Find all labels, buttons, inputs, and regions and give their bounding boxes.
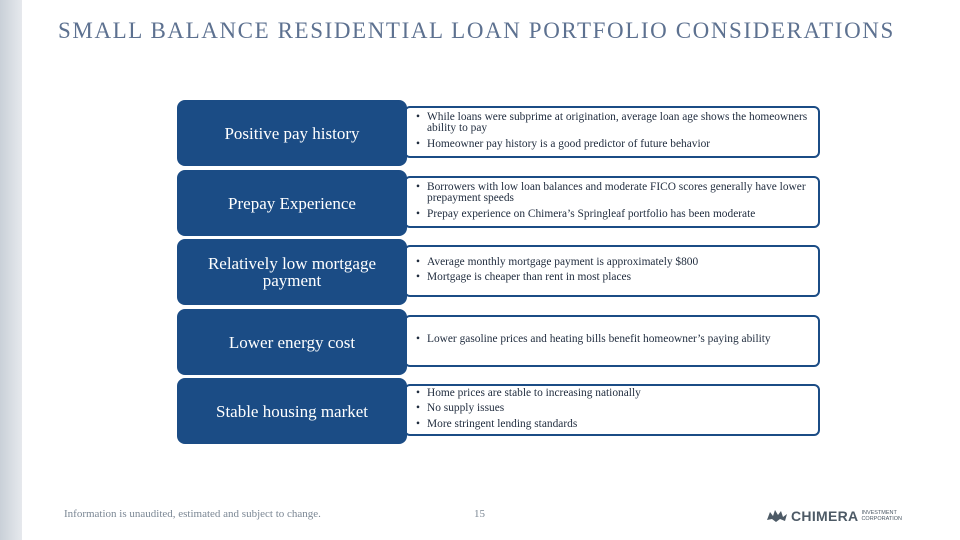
consideration-row-mortgage-payment: Relatively low mortgage payment Average … — [177, 239, 827, 305]
disclaimer-note: Information is unaudited, estimated and … — [64, 508, 321, 520]
detail-bullet: Average monthly mortgage payment is appr… — [416, 256, 812, 269]
consideration-label: Stable housing market — [177, 378, 407, 444]
detail-bullet: Prepay experience on Chimera’s Springlea… — [416, 208, 812, 221]
logo-wordmark: CHIMERA — [791, 508, 859, 524]
consideration-details: Average monthly mortgage payment is appr… — [404, 245, 820, 297]
detail-bullet: No supply issues — [416, 402, 812, 415]
consideration-label: Prepay Experience — [177, 170, 407, 236]
consideration-label: Positive pay history — [177, 100, 407, 166]
detail-bullet: While loans were subprime at origination… — [416, 111, 812, 135]
consideration-details: Home prices are stable to increasing nat… — [404, 384, 820, 436]
consideration-row-prepay: Prepay Experience Borrowers with low loa… — [177, 170, 827, 236]
consideration-row-housing-market: Stable housing market Home prices are st… — [177, 378, 827, 444]
detail-bullet: Mortgage is cheaper than rent in most pl… — [416, 271, 812, 284]
consideration-label: Relatively low mortgage payment — [177, 239, 407, 305]
company-logo: CHIMERA INVESTMENT CORPORATION — [766, 506, 902, 526]
logo-subtext-line: CORPORATION — [861, 516, 902, 522]
detail-bullet: Home prices are stable to increasing nat… — [416, 387, 812, 400]
page-number: 15 — [474, 508, 485, 520]
detail-bullet: More stringent lending standards — [416, 418, 812, 431]
consideration-label: Lower energy cost — [177, 309, 407, 375]
logo-subtext: INVESTMENT CORPORATION — [861, 510, 902, 522]
left-accent-bar — [0, 0, 22, 540]
logo-subtext-line: INVESTMENT — [861, 510, 897, 516]
consideration-row-pay-history: Positive pay history While loans were su… — [177, 100, 827, 166]
detail-bullet: Lower gasoline prices and heating bills … — [416, 333, 812, 346]
consideration-details: Lower gasoline prices and heating bills … — [404, 315, 820, 367]
consideration-details: Borrowers with low loan balances and mod… — [404, 176, 820, 228]
detail-bullet: Borrowers with low loan balances and mod… — [416, 181, 812, 205]
consideration-details: While loans were subprime at origination… — [404, 106, 820, 158]
consideration-row-energy-cost: Lower energy cost Lower gasoline prices … — [177, 309, 827, 375]
chimera-logo-icon — [767, 510, 787, 522]
slide-title: SMALL BALANCE RESIDENTIAL LOAN PORTFOLIO… — [58, 18, 895, 43]
detail-bullet: Homeowner pay history is a good predicto… — [416, 138, 812, 151]
